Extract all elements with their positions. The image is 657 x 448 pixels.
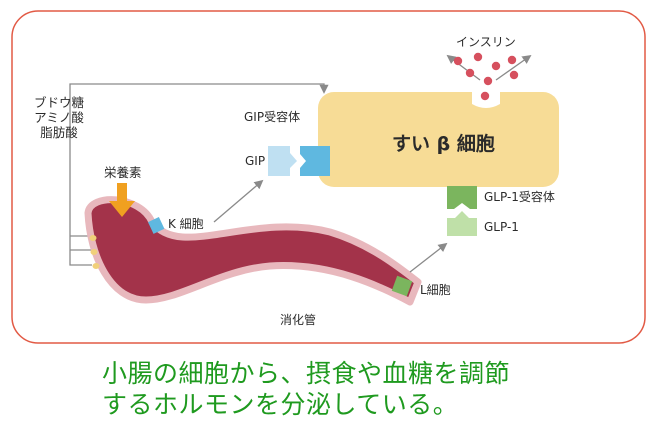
gut-absorption-dots [89, 235, 100, 269]
k-cell-marker [148, 217, 165, 234]
insulin-arrow-right [495, 54, 532, 81]
eiyouso-label: 栄養素 [104, 165, 142, 180]
beta-cell [318, 92, 559, 187]
nutrient-intake-arrow [109, 183, 135, 217]
nutrient-list: ブドウ糖 アミノ酸 脂肪酸 [34, 95, 84, 140]
gip-label: GIP [245, 154, 266, 168]
gut-label: 消化管 [280, 313, 317, 327]
nutrient-feed-line [69, 158, 92, 266]
insulin-arrow-left [446, 54, 481, 81]
caption: 小腸の細胞から、摂食や血糖を調節 するホルモンを分泌している。 [102, 358, 510, 420]
k-cell-to-gip-arrow [213, 179, 264, 223]
l-cell-marker [391, 275, 413, 297]
nutrient-to-beta-arrow [69, 83, 329, 158]
caption-line-2: するホルモンを分泌している。 [102, 390, 459, 419]
glp1-receptor-label: GLP-1受容体 [484, 190, 555, 204]
l-cell-to-glp1-arrow [409, 242, 448, 273]
insulin-label: インスリン [456, 35, 516, 49]
nutrient-item: ブドウ糖 [34, 95, 85, 110]
glp1-molecule [447, 211, 477, 236]
gip-receptor [300, 146, 330, 176]
insulin-granules [453, 52, 519, 101]
beta-cell-label: すい β 細胞 [392, 133, 495, 155]
k-cell-label: K 細胞 [168, 217, 204, 231]
nutrient-item: 脂肪酸 [40, 125, 78, 140]
nutrient-item: アミノ酸 [34, 110, 84, 125]
gip-molecule [268, 146, 297, 176]
glp1-receptor [447, 186, 477, 209]
l-cell-label: L細胞 [420, 283, 451, 297]
glp1-label: GLP-1 [484, 220, 519, 234]
caption-line-1: 小腸の細胞から、摂食や血糖を調節 [102, 359, 511, 388]
gip-receptor-label: GIP受容体 [244, 110, 301, 124]
